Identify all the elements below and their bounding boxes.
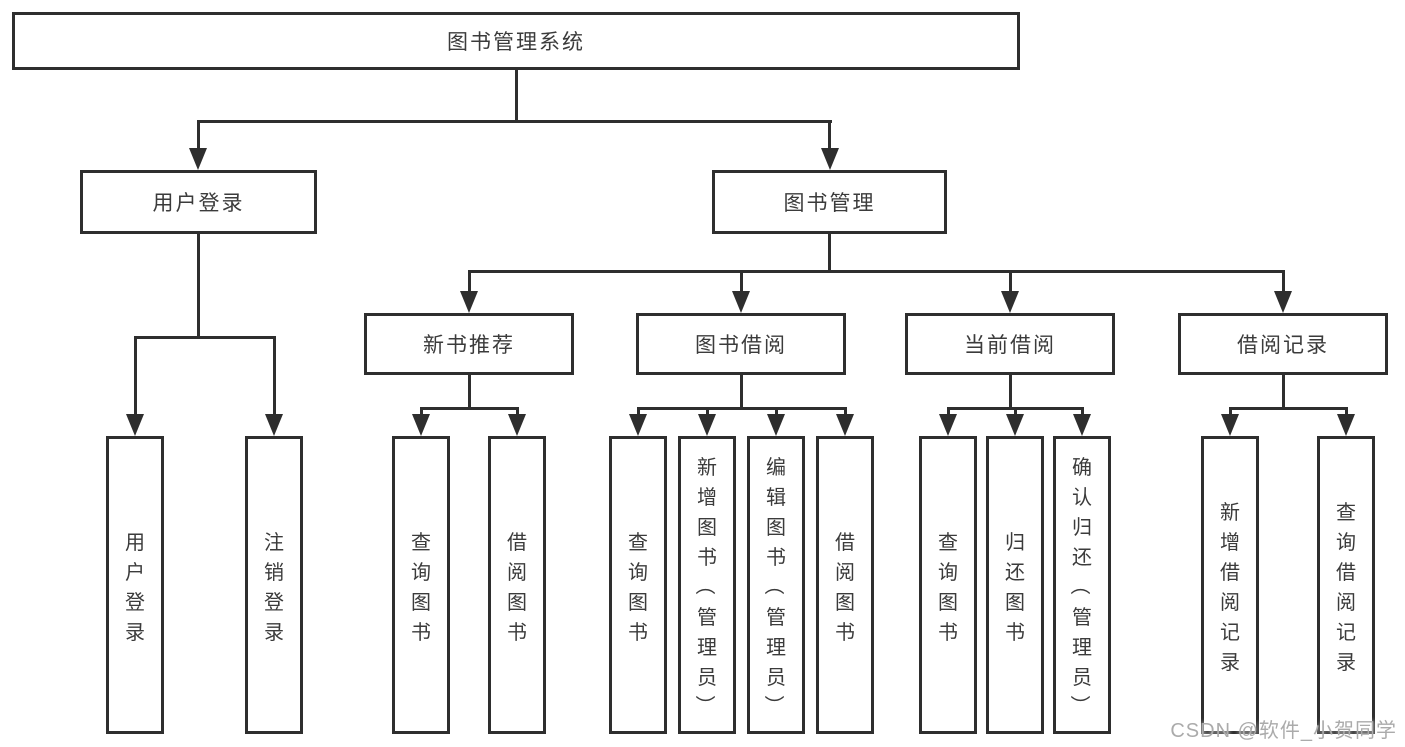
- vline: [1281, 375, 1285, 407]
- node-current-borrow-label: 当前借阅: [964, 334, 1056, 357]
- arrowhead: [1281, 270, 1285, 291]
- node-root: 图书管理系统: [12, 12, 1020, 70]
- leaf-add-books-admin: 新增图书（管理员）: [678, 436, 736, 734]
- vline: [467, 375, 471, 407]
- node-user-login-label: 用户登录: [152, 192, 245, 215]
- arrowhead: [272, 336, 276, 414]
- arrowhead: [515, 407, 519, 414]
- arrowhead: [828, 120, 831, 148]
- leaf-logout-login-label: 注销登录: [264, 531, 284, 644]
- leaf-query-books-current-label: 查询图书: [938, 531, 958, 644]
- arrowhead: [1013, 407, 1017, 414]
- node-current-borrow: 当前借阅: [905, 313, 1115, 375]
- leaf-confirm-return-admin-label: 确认归还（管理员）: [1068, 456, 1093, 716]
- leaf-borrow-books-recommend: 借阅图书: [488, 436, 546, 734]
- arrowhead: [467, 270, 471, 291]
- vline: [514, 70, 518, 120]
- node-root-label: 图书管理系统: [447, 31, 585, 54]
- arrowhead: [1008, 270, 1012, 291]
- arrowhead: [946, 407, 950, 414]
- leaf-add-borrow-record-label: 新增借阅记录: [1220, 501, 1240, 674]
- leaf-borrow-books-label: 借阅图书: [835, 531, 855, 644]
- vline: [1008, 375, 1012, 407]
- arrowhead: [636, 407, 640, 414]
- leaf-query-borrow-record-label: 查询借阅记录: [1336, 501, 1356, 674]
- vline: [828, 234, 831, 270]
- leaf-logout-login: 注销登录: [245, 436, 303, 734]
- arrowhead: [1228, 407, 1232, 414]
- node-borrow-record-label: 借阅记录: [1237, 334, 1329, 357]
- hline: [1228, 407, 1348, 410]
- leaf-return-books-label: 归还图书: [1005, 531, 1025, 644]
- arrowhead: [419, 407, 423, 414]
- watermark: CSDN @软件_小贺同学: [1170, 720, 1397, 742]
- leaf-edit-books-admin: 编辑图书（管理员）: [747, 436, 805, 734]
- node-user-login: 用户登录: [80, 170, 317, 234]
- arrowhead: [774, 407, 778, 414]
- leaf-confirm-return-admin: 确认归还（管理员）: [1053, 436, 1111, 734]
- leaf-query-books-current: 查询图书: [919, 436, 977, 734]
- arrowhead: [705, 407, 709, 414]
- leaf-return-books: 归还图书: [986, 436, 1044, 734]
- hline: [133, 336, 276, 339]
- hline: [636, 407, 847, 410]
- arrowhead: [1080, 407, 1084, 414]
- leaf-query-books-borrow-label: 查询图书: [628, 531, 648, 644]
- node-new-book-recommend-label: 新书推荐: [423, 334, 515, 357]
- arrowhead: [843, 407, 847, 414]
- node-book-management: 图书管理: [712, 170, 947, 234]
- leaf-add-borrow-record: 新增借阅记录: [1201, 436, 1259, 734]
- leaf-user-login: 用户登录: [106, 436, 164, 734]
- arrowhead: [739, 270, 743, 291]
- node-borrow-record: 借阅记录: [1178, 313, 1388, 375]
- leaf-query-books-recommend-label: 查询图书: [411, 531, 431, 644]
- leaf-query-books-recommend: 查询图书: [392, 436, 450, 734]
- leaf-query-books-borrow: 查询图书: [609, 436, 667, 734]
- arrowhead: [1344, 407, 1348, 414]
- leaf-user-login-label: 用户登录: [125, 531, 145, 644]
- node-book-management-label: 图书管理: [783, 192, 876, 215]
- leaf-edit-books-admin-label: 编辑图书（管理员）: [762, 456, 787, 716]
- hline: [419, 407, 519, 410]
- hline: [196, 120, 832, 123]
- arrowhead: [196, 120, 200, 148]
- leaf-borrow-books-recommend-label: 借阅图书: [507, 531, 527, 644]
- arrowhead: [133, 336, 137, 414]
- leaf-query-borrow-record: 查询借阅记录: [1317, 436, 1375, 734]
- node-book-borrow-label: 图书借阅: [695, 334, 787, 357]
- hline: [467, 270, 1285, 273]
- vline: [196, 234, 200, 336]
- node-book-borrow: 图书借阅: [636, 313, 846, 375]
- leaf-borrow-books: 借阅图书: [816, 436, 874, 734]
- vline: [739, 375, 743, 407]
- leaf-add-books-admin-label: 新增图书（管理员）: [693, 456, 718, 716]
- node-new-book-recommend: 新书推荐: [364, 313, 574, 375]
